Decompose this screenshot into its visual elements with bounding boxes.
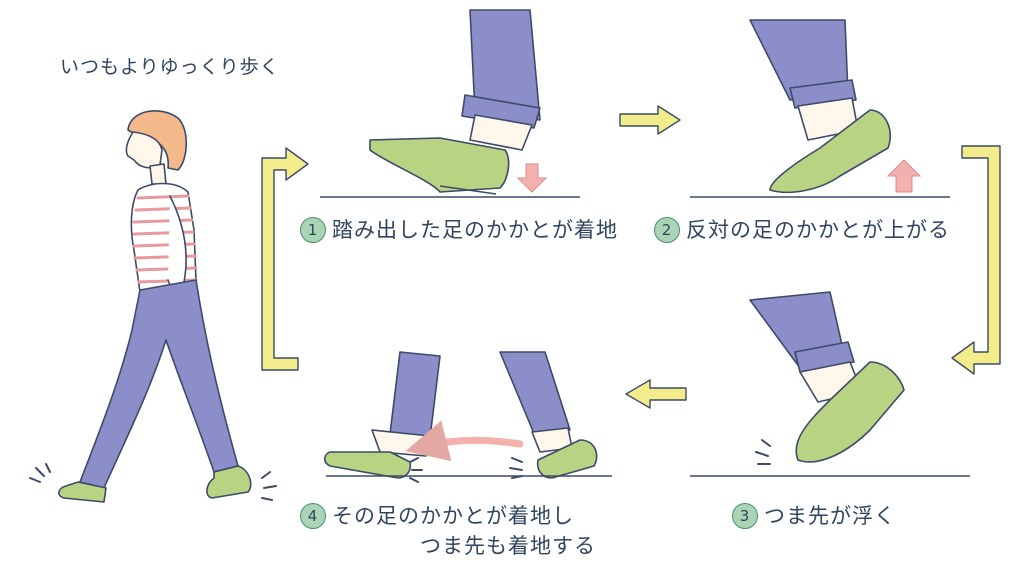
step-4-text-line2: つま先も着地する [420, 534, 596, 558]
page-title: いつもよりゆっくり歩く [60, 56, 280, 78]
step-1-number-badge: 1 [300, 217, 326, 243]
panel-3-shoe [795, 361, 905, 463]
arrow-left-bottom [625, 379, 687, 409]
woman-motion-marks [29, 463, 277, 501]
panel-1-shoe [369, 137, 510, 193]
panel-2-shoe [769, 109, 892, 194]
woman-back-shoe [58, 481, 107, 503]
step-2-text: 反対の足のかかとが上がる [686, 218, 950, 242]
step-3-text: つま先が浮く [764, 504, 896, 528]
woman-front-shoe [206, 465, 252, 499]
bracket-arrow-right-side [951, 145, 1001, 375]
woman-face [125, 131, 163, 169]
panel-4-illustration [323, 351, 612, 479]
arrow-right-top [619, 105, 681, 135]
panel-4-left-arrow [405, 420, 524, 462]
walking-woman-figure [58, 110, 252, 503]
step-4-caption-line2: つま先も着地する [420, 530, 596, 560]
step-1-text: 踏み出した足のかかとが着地 [332, 218, 618, 242]
step-4-text-line1: その足のかかとが着地し [332, 504, 574, 528]
woman-trousers [79, 279, 239, 489]
woman-striped-top [130, 182, 197, 293]
panel-1-down-arrow [516, 163, 548, 193]
panel-3-motion-marks [755, 439, 771, 465]
bracket-arrow-left-side [261, 147, 309, 371]
step-3-number-badge: 3 [732, 503, 758, 529]
panel-3-illustration [690, 291, 970, 477]
panel-4-front-shoe [536, 439, 598, 479]
panel-2-up-arrow [886, 159, 922, 193]
panel-1-illustration [320, 9, 580, 198]
panel-4-back-shoe [323, 451, 412, 479]
step-4-number-badge: 4 [300, 503, 326, 529]
panel-4-motion-marks [409, 457, 523, 483]
panel-2-illustration [690, 19, 950, 198]
step-2-number-badge: 2 [654, 217, 680, 243]
